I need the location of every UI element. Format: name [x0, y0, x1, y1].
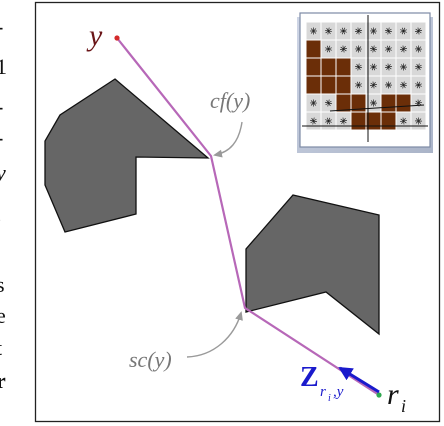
- margin-fragment: y: [0, 162, 6, 184]
- inset-arrows: [309, 27, 423, 125]
- label-z-sub-r: r: [320, 384, 326, 400]
- inset-direction-glyph: [414, 99, 423, 107]
- inset-path-line: [329, 104, 425, 112]
- inset-direction-glyph: [400, 81, 407, 89]
- inset-cell-occupied: [320, 75, 337, 95]
- inset-direction-glyph: [369, 27, 378, 35]
- inset-direction-glyph: [340, 27, 347, 35]
- inset-direction-glyph: [354, 45, 363, 53]
- label-r-main: r: [387, 378, 399, 411]
- margin-fragment: ,: [0, 203, 2, 225]
- obstacle-right: [245, 194, 380, 336]
- margin-fragment: s: [0, 272, 5, 297]
- margin-fragment: -: [0, 96, 3, 118]
- label-z: Z r i ,y: [300, 362, 344, 404]
- margin-fragment: r: [0, 368, 6, 393]
- label-y: y: [86, 19, 103, 52]
- label-sc: sc(y): [129, 347, 172, 372]
- margin-fragment: -: [0, 16, 3, 38]
- path-polyline: [116, 37, 380, 396]
- inset-direction-glyph: [355, 81, 362, 89]
- inset-direction-glyph: [370, 45, 377, 53]
- inset-direction-glyph: [339, 117, 348, 125]
- label-r-sub: i: [401, 396, 406, 416]
- inset-direction-glyph: [355, 63, 362, 71]
- inset-direction-glyph: [309, 99, 318, 107]
- obstacle-left: [44, 78, 210, 233]
- inset-direction-glyph: [310, 117, 317, 125]
- inset-direction-glyph: [325, 117, 332, 125]
- inset-cell-occupied: [320, 57, 337, 77]
- inset-cell-occupied: [335, 93, 352, 113]
- inset-direction-glyph: [325, 99, 332, 107]
- label-z-main: Z: [300, 362, 319, 393]
- label-cf: cf(y): [210, 88, 250, 113]
- inset-lines: [302, 15, 428, 142]
- margin-fragment: t: [0, 337, 2, 359]
- inset-direction-glyph: [399, 45, 408, 53]
- inset-direction-glyph: [399, 117, 408, 125]
- inset-direction-glyph: [385, 45, 392, 53]
- inset-direction-glyph: [415, 63, 422, 71]
- point-y: [114, 35, 120, 41]
- inset-cell-occupied: [305, 39, 322, 59]
- arrow-z: [338, 366, 380, 394]
- inset-direction-glyph: [415, 81, 422, 89]
- inset-direction-glyph: [414, 117, 423, 125]
- inset-direction-glyph: [325, 27, 332, 35]
- inset-cell-occupied: [335, 75, 352, 95]
- inset-direction-glyph: [400, 27, 407, 35]
- inset-cell-occupied: [305, 75, 322, 95]
- inset-direction-glyph: [369, 81, 378, 89]
- inset-direction-glyph: [399, 63, 408, 71]
- inset-direction-glyph: [414, 27, 423, 35]
- inset-direction-glyph: [384, 81, 393, 89]
- label-z-sub-y: ,y: [333, 384, 344, 400]
- inset-direction-glyph: [369, 99, 378, 107]
- label-r-i: r i: [387, 378, 406, 416]
- inset-cell-occupied: [350, 111, 367, 131]
- inset-direction-glyph: [414, 45, 423, 53]
- inset-direction-glyph: [384, 63, 393, 71]
- point-r-i: [376, 392, 382, 398]
- inset-direction-glyph: [354, 27, 363, 35]
- inset-cells: [305, 21, 427, 131]
- inset-direction-glyph: [325, 45, 332, 53]
- inset-direction-glyph: [385, 27, 392, 35]
- margin-fragment: -: [0, 127, 3, 149]
- inset-map: [297, 12, 433, 153]
- label-z-sub-i: i: [328, 393, 331, 404]
- arrow-cf: [213, 121, 243, 158]
- inset-cell-occupied: [335, 57, 352, 77]
- arrow-sc: [186, 311, 243, 358]
- inset-direction-glyph: [310, 27, 317, 35]
- diagram-frame: [34, 1, 441, 423]
- inset-direction-glyph: [370, 63, 377, 71]
- inset-cell-occupied: [380, 111, 397, 131]
- inset-cell-occupied: [395, 93, 412, 113]
- inset-cell-occupied: [380, 93, 397, 113]
- inset-direction-glyph: [339, 45, 348, 53]
- inset-cell-occupied: [305, 57, 322, 77]
- margin-fragment: e: [0, 303, 6, 328]
- margin-fragment: 1: [0, 54, 7, 79]
